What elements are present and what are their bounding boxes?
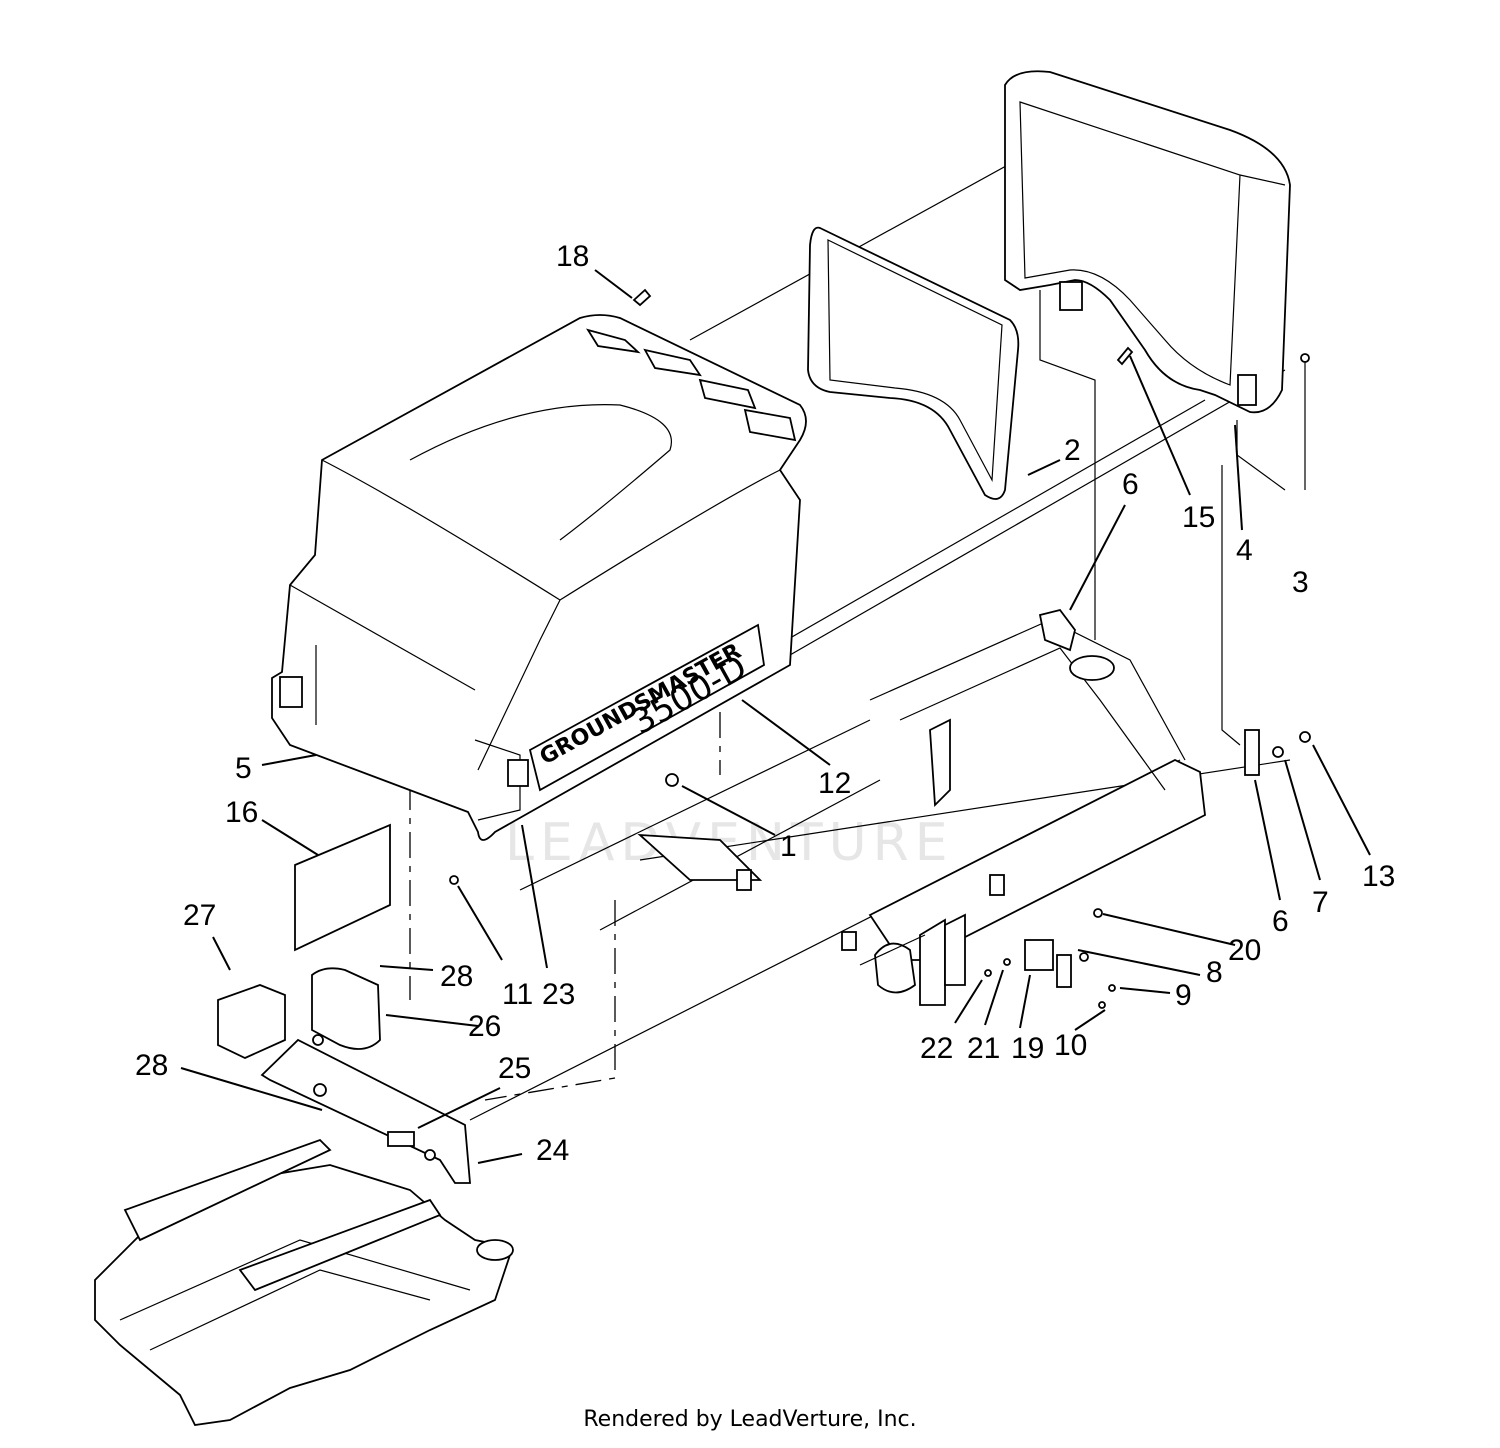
seal <box>807 226 1020 500</box>
hardware <box>449 288 1311 1009</box>
callout-5: 5 <box>235 752 252 785</box>
callout-28-bottom: 28 <box>135 1049 168 1082</box>
footer-credit: Rendered by LeadVerture, Inc. <box>583 1407 917 1432</box>
leader-lines <box>180 269 1371 1164</box>
callout-6-top: 6 <box>1122 468 1139 501</box>
callout-15: 15 <box>1182 501 1215 534</box>
hood: GROUNDSMASTER 3500-D <box>271 314 807 841</box>
callout-3: 3 <box>1292 566 1309 599</box>
callout-28-top: 28 <box>440 960 473 993</box>
callout-4: 4 <box>1236 534 1253 567</box>
screen-frame <box>1004 70 1291 414</box>
callout-13: 13 <box>1362 860 1395 893</box>
decal-panel <box>294 823 391 952</box>
callout-7: 7 <box>1312 886 1329 919</box>
callout-23: 23 <box>542 978 575 1011</box>
callout-19: 19 <box>1011 1032 1044 1065</box>
callout-numbers: 18 2 6 15 4 3 5 12 16 1 13 7 6 20 8 9 27… <box>135 240 1395 1167</box>
callout-1: 1 <box>780 830 797 863</box>
callout-18: 18 <box>556 240 589 273</box>
callout-12: 12 <box>818 767 851 800</box>
callout-24: 24 <box>536 1134 569 1167</box>
callout-2: 2 <box>1064 434 1081 467</box>
callout-16: 16 <box>225 796 258 829</box>
callout-27: 27 <box>183 899 216 932</box>
callout-10: 10 <box>1054 1029 1087 1062</box>
callout-6-bottom: 6 <box>1272 905 1289 938</box>
callout-20: 20 <box>1228 934 1261 967</box>
callout-22: 22 <box>920 1032 953 1065</box>
lower-left-assembly <box>94 967 514 1426</box>
callout-26: 26 <box>468 1010 501 1043</box>
callout-8: 8 <box>1206 956 1223 989</box>
callout-21: 21 <box>967 1032 1000 1065</box>
frame-chassis <box>519 608 1260 1006</box>
callout-9: 9 <box>1175 979 1192 1012</box>
callout-11: 11 <box>502 978 533 1011</box>
callout-25: 25 <box>498 1052 531 1085</box>
